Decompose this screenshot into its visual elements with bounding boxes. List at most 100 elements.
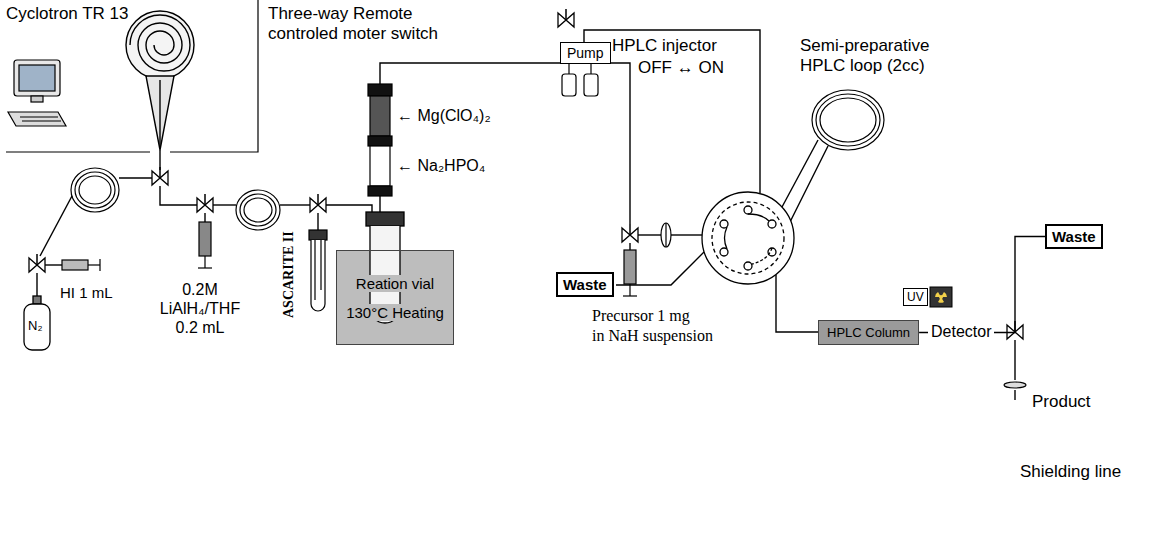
cyclotron xyxy=(130,15,190,71)
ascarite-tube xyxy=(314,240,315,300)
reagent-label: in NaH suspension xyxy=(592,326,713,345)
hplc-tubing xyxy=(782,140,818,207)
tubing xyxy=(280,204,310,205)
three-way-valve xyxy=(29,9,1023,339)
radiation-detector-icon xyxy=(930,287,952,307)
part-label: ← Mg(ClO₄)₂ xyxy=(397,106,491,125)
tubing xyxy=(317,213,318,232)
syringe xyxy=(623,295,637,296)
hplc-tubing xyxy=(616,252,704,285)
hplc-injector xyxy=(744,262,752,270)
hplc-injector xyxy=(702,192,794,284)
hplc-injector xyxy=(725,227,728,249)
hplc-injector xyxy=(744,206,752,214)
reagent-label: 0.2M LiAlH₄/THF 0.2 mL xyxy=(150,280,250,338)
product-outlet xyxy=(1004,382,1026,388)
ascarite-tube xyxy=(309,230,327,311)
syringe xyxy=(198,222,212,268)
three-way-valve xyxy=(310,194,326,212)
computer-icon xyxy=(20,116,58,117)
hplc-injector xyxy=(768,220,776,228)
drying-cartridge xyxy=(368,84,392,96)
reagent-label: Precursor 1 mg xyxy=(592,306,690,325)
waste-box: Waste xyxy=(556,272,614,297)
hplc-injector xyxy=(712,202,784,274)
box-text: UV xyxy=(907,290,924,304)
tubing-coil xyxy=(71,168,280,230)
syringe xyxy=(198,267,212,268)
hplc-tubing xyxy=(1014,390,1015,400)
three-way-valve xyxy=(622,224,638,242)
tubing xyxy=(45,264,62,265)
syringe xyxy=(624,250,636,284)
radiation-detector-icon xyxy=(930,287,952,307)
uv-detector-box: UV xyxy=(903,288,928,306)
waste-box: Waste xyxy=(1045,224,1103,249)
tubing xyxy=(629,243,630,250)
tubing-coil xyxy=(240,194,276,226)
drying-cartridge xyxy=(370,146,390,186)
cyclotron-frame xyxy=(6,0,258,152)
cyclotron xyxy=(159,80,160,146)
hplc-injector xyxy=(720,248,728,256)
cyclotron xyxy=(126,11,194,79)
solvent-bottle xyxy=(568,64,569,74)
part-label: HPLC injector xyxy=(612,36,717,56)
syringe xyxy=(199,222,211,256)
outlet-label: Product xyxy=(1032,392,1091,412)
syringe xyxy=(623,250,637,296)
hplc-tubing xyxy=(776,275,818,332)
box-text: Reation vial xyxy=(354,275,436,292)
tube-connector xyxy=(919,237,1045,333)
drying-cartridge xyxy=(370,96,390,136)
gas-label: N₂ xyxy=(28,318,42,334)
three-way-valve xyxy=(558,9,574,27)
box-text: Waste xyxy=(1052,228,1096,245)
syringe xyxy=(62,259,100,271)
box-text: 130°C Heating xyxy=(344,304,446,321)
cyclotron-frame xyxy=(6,151,150,152)
box-text: Waste xyxy=(563,276,607,293)
solvent-bottle xyxy=(584,74,598,96)
computer-icon xyxy=(8,60,66,126)
syringe xyxy=(88,264,100,265)
three-way-valve xyxy=(197,194,213,212)
tubing-coil xyxy=(79,176,111,204)
tubing-coil xyxy=(71,168,119,212)
tubing xyxy=(326,205,372,212)
tubing xyxy=(380,63,630,224)
syringe xyxy=(99,259,100,271)
nitrogen-cylinder xyxy=(33,296,41,304)
cyclotron xyxy=(146,76,174,150)
drying-cartridge xyxy=(368,136,392,146)
syringe xyxy=(62,260,88,270)
computer-icon xyxy=(8,112,66,126)
part-label: Detector xyxy=(928,322,994,341)
filter xyxy=(661,223,671,247)
pump-box: Pump xyxy=(560,42,611,64)
filter xyxy=(665,223,666,247)
radiation-detector-icon xyxy=(938,297,944,303)
hplc-tubing xyxy=(1014,340,1015,380)
filter xyxy=(661,223,671,247)
tubing xyxy=(379,196,380,212)
legend-note: Three-way Remote controled moter switch xyxy=(268,4,468,45)
tubing xyxy=(213,204,236,205)
part-label: Semi-preparative HPLC loop (2cc) xyxy=(800,36,940,77)
tubing xyxy=(119,177,152,178)
three-way-valve xyxy=(152,167,168,185)
syringe xyxy=(629,284,630,296)
sample-loop xyxy=(820,98,876,142)
title-label: Cyclotron TR 13 xyxy=(6,4,129,24)
tubing xyxy=(204,213,205,222)
product-outlet xyxy=(1004,382,1026,388)
box-text: HPLC Column xyxy=(827,325,910,340)
computer-icon xyxy=(19,65,55,91)
reagent-label: HI 1 mL xyxy=(60,284,113,302)
hplc-tubing xyxy=(584,30,1015,400)
reaction-vial xyxy=(366,212,404,226)
nitrogen-cylinder xyxy=(24,304,50,350)
